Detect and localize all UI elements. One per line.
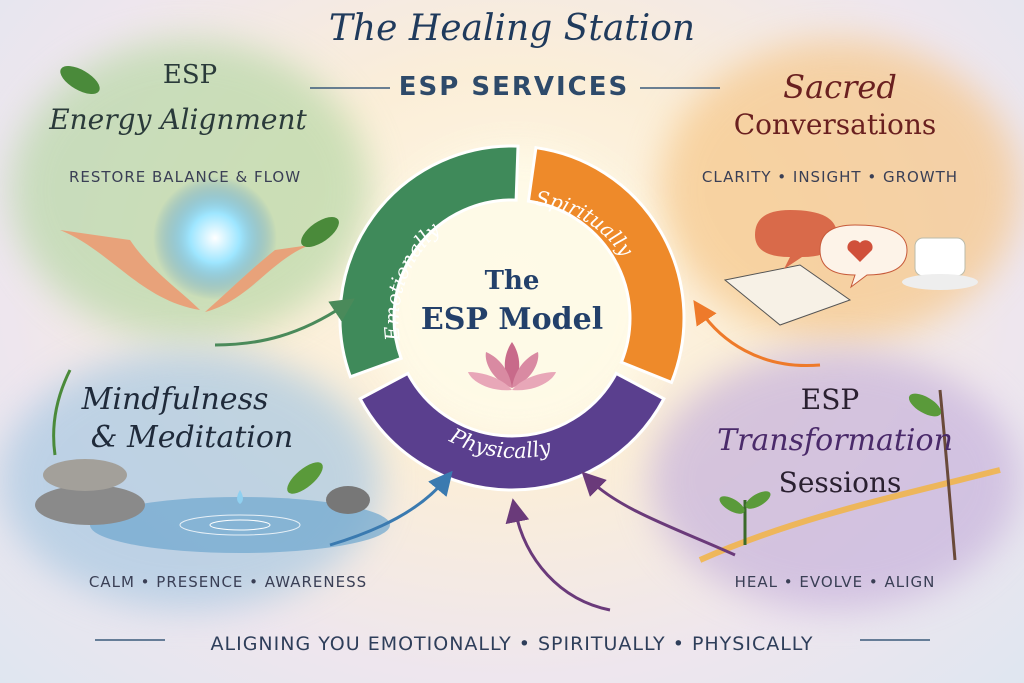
transform-tagline: HEAL • EVOLVE • ALIGN <box>734 573 936 591</box>
arrow-transform-1 <box>581 471 736 557</box>
arrow-mindful <box>329 470 453 547</box>
decorative-lines <box>95 87 930 641</box>
conversation-book-icon <box>723 210 978 326</box>
stones-water-icon <box>35 369 390 553</box>
sacred-tagline: CLARITY • INSIGHT • GROWTH <box>701 168 959 186</box>
app-title: The Healing Station <box>328 8 696 49</box>
energy-heading-line2: Energy Alignment <box>49 103 307 136</box>
mindful-heading-line2: & Meditation <box>90 420 294 455</box>
sprout-path-icon <box>698 389 1001 563</box>
transform-heading-line3: Sessions <box>778 466 902 499</box>
arrow-sacred <box>693 300 821 368</box>
energy-heading-line1: ESP <box>162 60 218 90</box>
arrow-energy <box>214 298 355 347</box>
connector-arrows <box>214 298 821 612</box>
segment-spiritually <box>526 145 686 385</box>
esp-ring <box>338 144 686 492</box>
mindful-tagline: CALM • PRESENCE • AWARENESS <box>88 573 368 591</box>
segment-physically <box>358 371 666 492</box>
sacred-heading-line1: Sacred <box>783 68 897 106</box>
page-subtitle: ESP SERVICES <box>398 72 630 102</box>
sacred-heading-line2: Conversations <box>733 108 937 141</box>
segment-emotionally <box>338 144 520 379</box>
footer-tagline: ALIGNING YOU EMOTIONALLY • SPIRITUALLY •… <box>210 633 814 655</box>
sacred-background <box>660 40 1020 340</box>
transform-heading-line1: ESP <box>800 383 860 416</box>
arrow-transform-2 <box>505 498 611 612</box>
transform-heading-line2: Transformation <box>717 423 953 458</box>
center-title-line1: The <box>484 266 540 296</box>
energy-orb-hands-icon <box>60 66 339 312</box>
center-title-line2: ESP Model <box>420 302 604 337</box>
lotus-icon <box>468 342 556 391</box>
mindful-heading-line1: Mindfulness <box>81 382 269 417</box>
energy-tagline: RESTORE BALANCE & FLOW <box>68 168 302 186</box>
